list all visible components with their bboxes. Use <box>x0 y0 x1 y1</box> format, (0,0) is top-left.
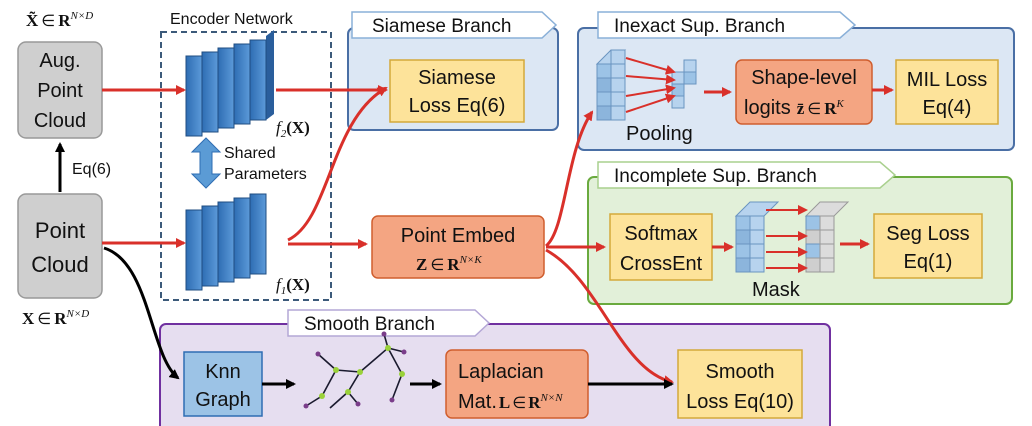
mask-label: Mask <box>752 279 801 301</box>
f1-to-siamese-arrow <box>287 86 388 242</box>
svg-text:Laplacian: Laplacian <box>458 361 544 383</box>
svg-text:Cloud: Cloud <box>31 252 88 277</box>
svg-text:Eq(4): Eq(4) <box>923 97 972 119</box>
smooth-loss-box: Smooth Loss Eq(10) <box>677 349 803 419</box>
svg-text:f2(X): f2(X) <box>276 118 310 140</box>
pooling-label: Pooling <box>626 123 693 145</box>
inexact-branch-title: Inexact Sup. Branch <box>614 16 785 37</box>
encoder-network-box: Encoder Network <box>160 11 332 301</box>
svg-text:CrossEnt: CrossEnt <box>620 253 703 275</box>
svg-text:Z∈RN×K: Z∈RN×K <box>416 254 482 274</box>
svg-text:MIL Loss: MIL Loss <box>907 69 987 91</box>
svg-text:Shape-level: Shape-level <box>751 67 857 89</box>
svg-text:Siamese: Siamese <box>418 67 496 89</box>
f2-label: f2(X) <box>276 118 310 140</box>
point-cloud-node: Point Cloud X∈RN×D <box>17 193 103 328</box>
softmax-box: Softmax CrossEnt <box>609 213 713 281</box>
svg-text:Aug.: Aug. <box>39 50 80 72</box>
svg-text:Softmax: Softmax <box>624 223 697 245</box>
cloud-to-knn-arrow <box>103 246 180 380</box>
embed-to-smooth-arrow <box>545 248 674 386</box>
svg-text:Point Embed: Point Embed <box>401 225 516 247</box>
svg-text:Smooth: Smooth <box>706 361 775 383</box>
siamese-branch-title: Siamese Branch <box>372 16 511 37</box>
svg-text:X∈RN×D: X∈RN×D <box>22 308 89 328</box>
svg-text:Eq(1): Eq(1) <box>904 251 953 273</box>
pooling-grid: Pooling <box>595 49 697 145</box>
aug-point-cloud-node: X̃∈RN×D Aug. Point Cloud <box>17 10 103 139</box>
svg-text:Point: Point <box>37 80 83 102</box>
point-embed-box: Point Embed Z∈RN×K <box>371 215 545 279</box>
svg-text:Seg Loss: Seg Loss <box>886 223 969 245</box>
svg-text:Cloud: Cloud <box>34 110 86 132</box>
laplacian-box: Laplacian Mat.L∈RN×N <box>445 349 589 419</box>
encoder-network-title: Encoder Network <box>170 11 294 28</box>
siamese-loss-box: Siamese Loss Eq(6) <box>389 59 525 123</box>
encoder-f1-stack <box>185 193 267 291</box>
svg-text:Point: Point <box>35 218 85 243</box>
eq6-label: Eq(6) <box>72 161 111 178</box>
svg-text:Knn: Knn <box>205 361 241 383</box>
shared-parameters-arrow: Shared Parameters <box>190 137 307 189</box>
knn-graph-box: Knn Graph <box>183 351 263 417</box>
smooth-branch-title: Smooth Branch <box>304 314 435 335</box>
svg-text:X̃∈RN×D: X̃∈RN×D <box>26 10 93 30</box>
svg-text:Loss Eq(10): Loss Eq(10) <box>686 391 794 413</box>
incomplete-branch-title: Incomplete Sup. Branch <box>614 166 817 187</box>
svg-text:Mat.L∈RN×N: Mat.L∈RN×N <box>458 391 563 413</box>
graph-nodes <box>303 331 407 409</box>
shared-label-2: Parameters <box>224 166 307 183</box>
encoder-f2-stack <box>185 30 274 137</box>
mask-grid: Mask <box>734 201 850 301</box>
seg-loss-box: Seg Loss Eq(1) <box>873 213 983 279</box>
svg-text:f1(X): f1(X) <box>276 275 310 297</box>
embed-to-pooling-arrow <box>544 110 594 248</box>
f1-label: f1(X) <box>276 275 310 297</box>
svg-text:Loss Eq(6): Loss Eq(6) <box>409 95 506 117</box>
svg-text:Graph: Graph <box>195 389 251 411</box>
shared-label-1: Shared <box>224 145 276 162</box>
mil-loss-box: MIL Loss Eq(4) <box>895 59 999 125</box>
